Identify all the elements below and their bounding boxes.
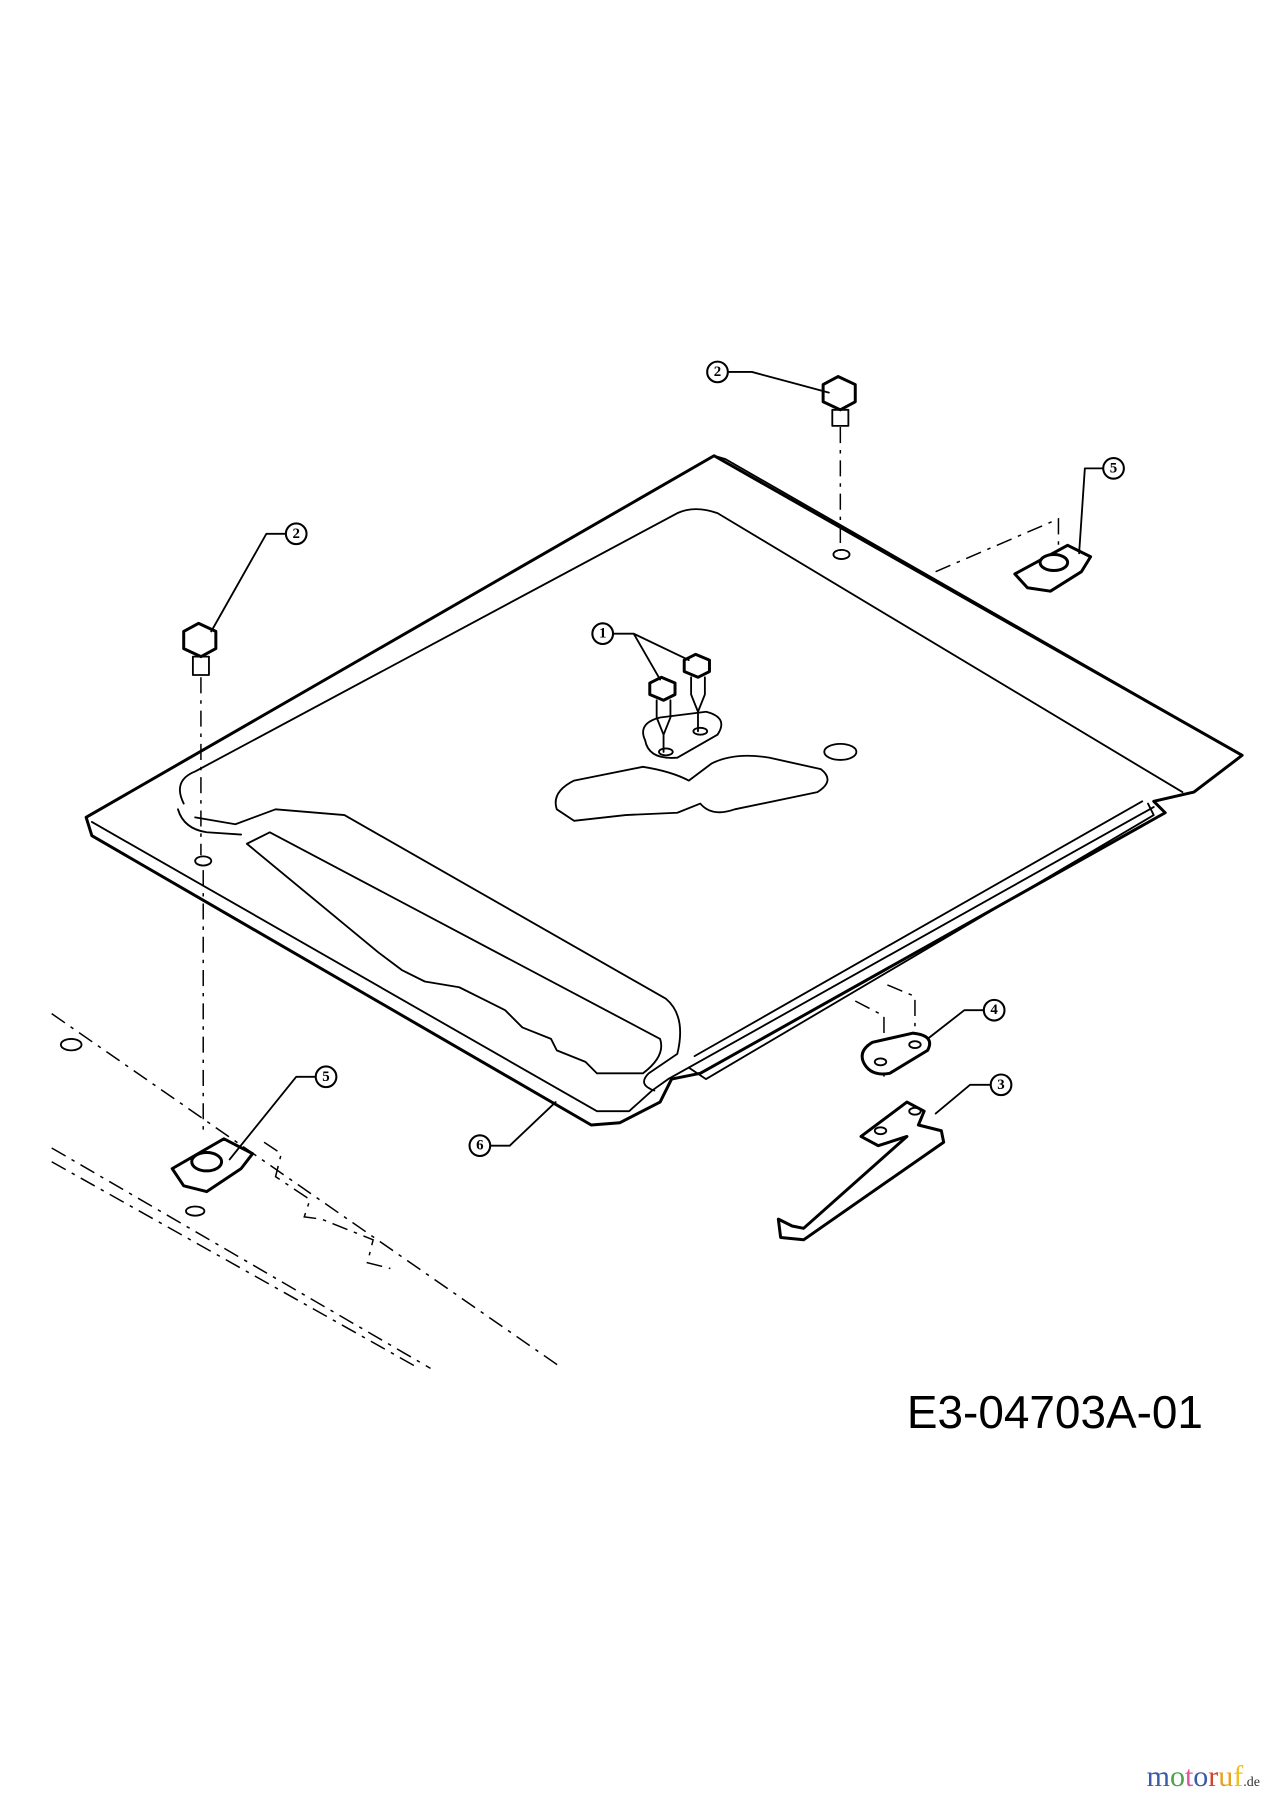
callout-6: 6	[468, 1101, 557, 1158]
callout-5-right: 5	[1078, 457, 1125, 555]
svg-text:2: 2	[714, 364, 721, 380]
bolt-top	[821, 375, 857, 552]
svg-text:2: 2	[292, 526, 299, 542]
svg-text:5: 5	[1110, 460, 1117, 476]
callout-4: 4	[926, 998, 1006, 1040]
plate-bracket	[860, 1031, 932, 1076]
drawing-code: E3-04703A-01	[907, 1386, 1203, 1438]
callout-3: 3	[934, 1073, 1013, 1115]
callout-2-left: 2	[210, 522, 308, 633]
clip-nut-right	[1013, 543, 1093, 593]
bolt-left	[182, 621, 218, 1137]
svg-text:5: 5	[322, 1069, 329, 1085]
floor-plate	[84, 454, 1244, 1127]
callout-2-top: 2	[706, 360, 830, 394]
svg-text:3: 3	[997, 1077, 1004, 1093]
svg-text:6: 6	[476, 1138, 484, 1154]
watermark-suffix: .de	[1243, 1775, 1260, 1790]
watermark-logo: motoruf.de	[1146, 1760, 1260, 1793]
clip-nut-left	[170, 1137, 255, 1194]
spring-strip	[776, 1100, 946, 1242]
svg-text:1: 1	[599, 626, 606, 642]
svg-text:4: 4	[990, 1002, 998, 1018]
screw-pair	[648, 652, 711, 753]
callout-5-left: 5	[228, 1065, 338, 1161]
callout-1: 1	[591, 622, 690, 681]
frame-phantom-lines	[51, 517, 1060, 1370]
